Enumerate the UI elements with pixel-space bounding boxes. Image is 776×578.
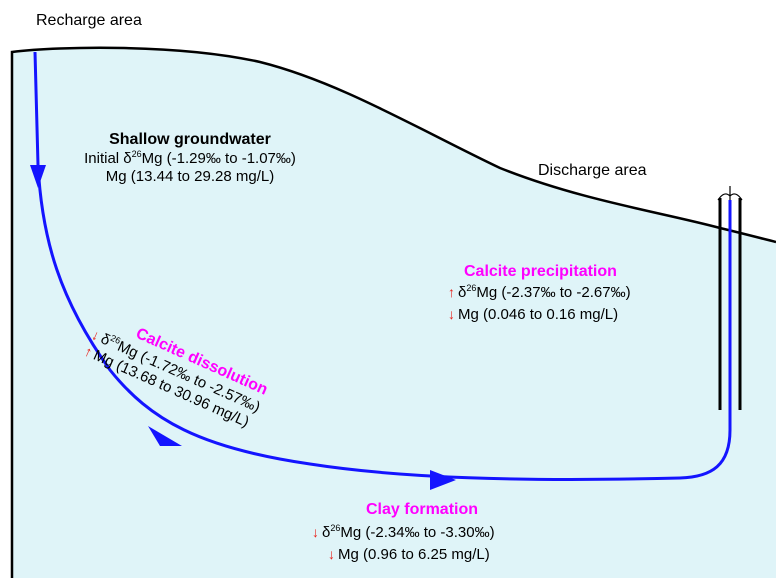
shallow-groundwater-title: Shallow groundwater [109, 131, 271, 148]
clay-formation-block: Clay formation ↓δ26Mg (-2.34‰ to -3.30‰)… [312, 500, 495, 564]
increase-arrow-icon: ↑ [448, 284, 455, 300]
groundwater-flow-path [33, 51, 732, 481]
clay-mg-concentration: ↓Mg (0.96 to 6.25 mg/L) [328, 546, 490, 563]
precipitation-delta-mg: ↑δ26Mg (-2.37‰ to -2.67‰) [448, 283, 631, 302]
discharge-area-label: Discharge area [538, 162, 647, 179]
decrease-arrow-icon: ↓ [328, 546, 335, 562]
decrease-arrow-icon: ↓ [448, 306, 455, 322]
shallow-mg-concentration: Mg (13.44 to 29.28 mg/L) [105, 168, 275, 185]
flow-arrowhead-down [30, 165, 46, 188]
clay-formation-title: Clay formation [366, 501, 479, 518]
shallow-groundwater-block: Shallow groundwater Initial δ26Mg (-1.29… [58, 130, 322, 186]
aquifer-area [12, 47, 776, 578]
discharge-spout [717, 186, 743, 201]
calcite-precipitation-title: Calcite precipitation [464, 263, 617, 280]
flow-arrowhead-middle [148, 426, 182, 446]
calcite-precipitation-block: Calcite precipitation ↑δ26Mg (-2.37‰ to … [448, 262, 631, 324]
shallow-initial-delta-mg: Initial δ26Mg (-1.29‰ to -1.07‰) [84, 149, 296, 168]
precipitation-mg-concentration: ↓Mg (0.046 to 0.16 mg/L) [448, 306, 619, 323]
flow-arrowhead-right [430, 470, 456, 490]
decrease-arrow-icon: ↓ [312, 524, 319, 540]
recharge-area-label: Recharge area [36, 12, 142, 29]
clay-delta-mg: ↓δ26Mg (-2.34‰ to -3.30‰) [312, 523, 495, 542]
